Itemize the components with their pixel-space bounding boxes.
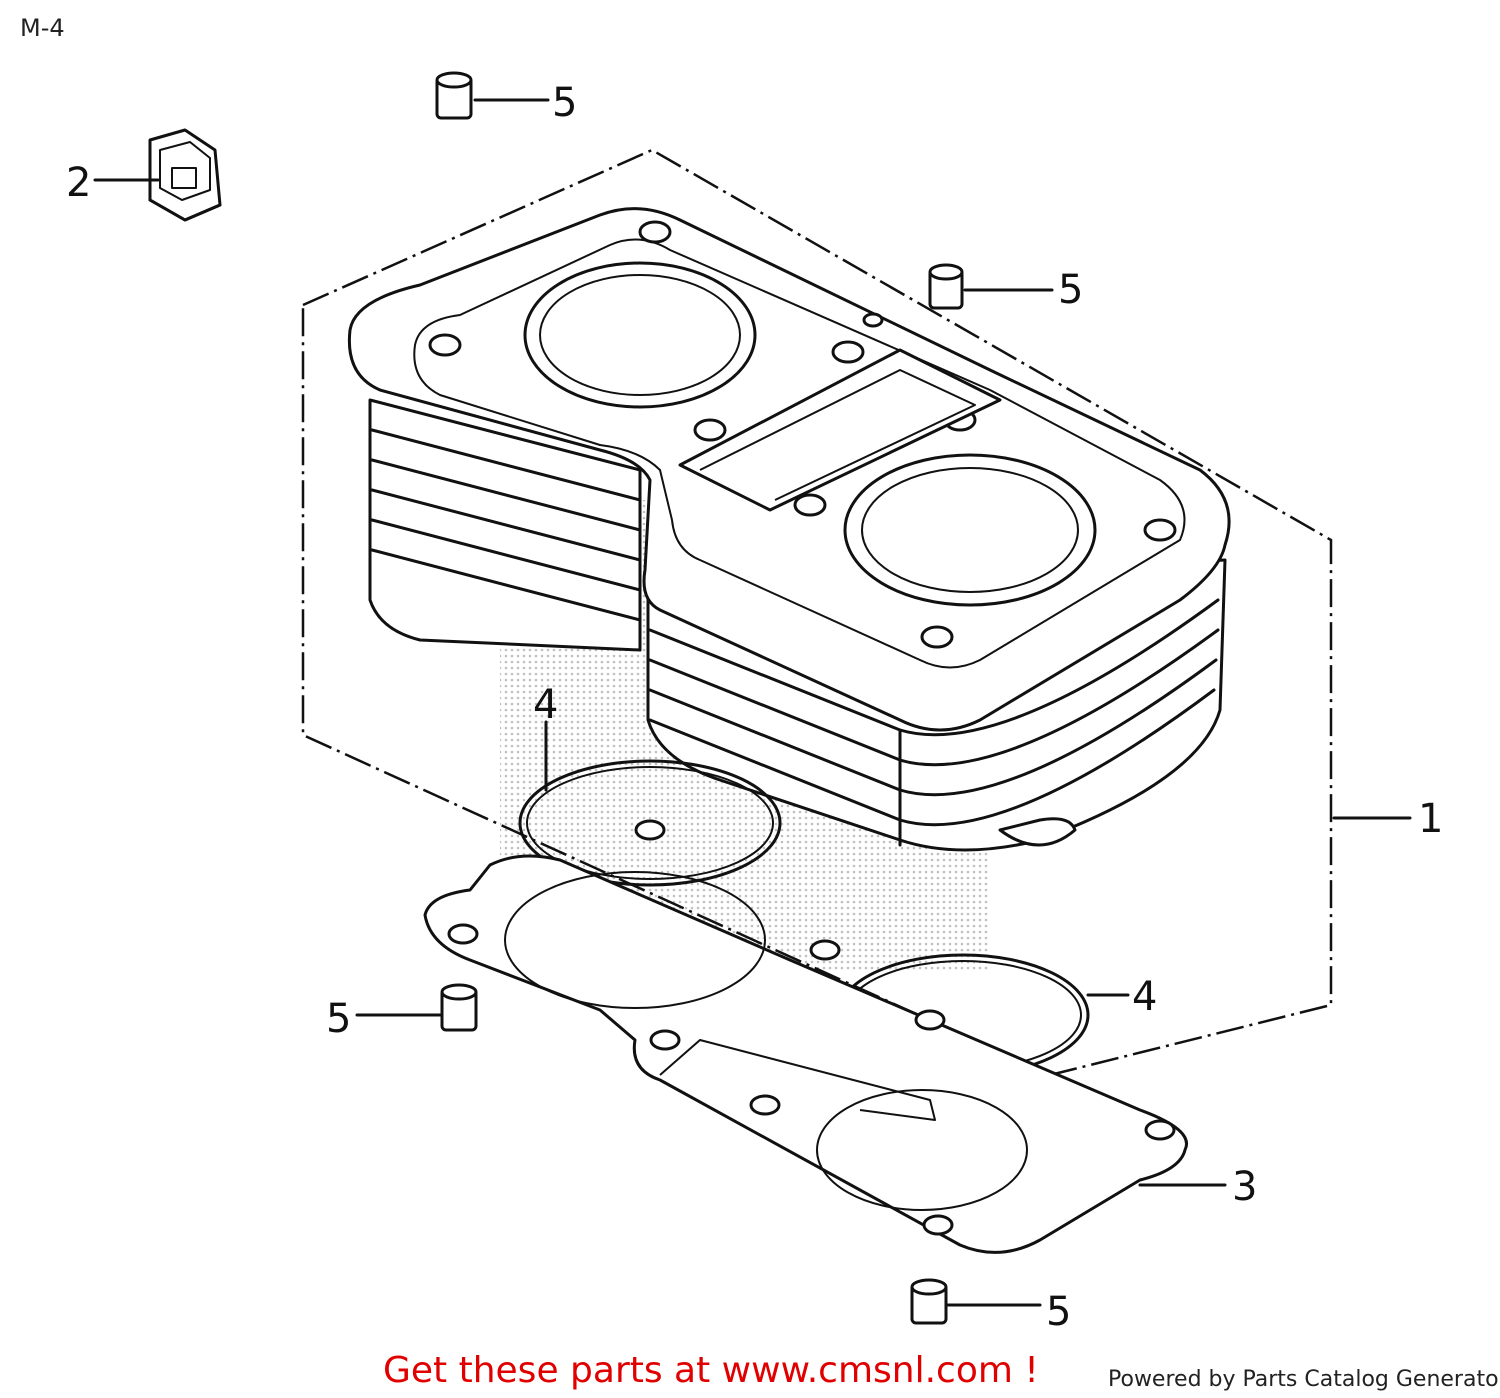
callout-5-bottom: 5: [1046, 1289, 1071, 1335]
dowel-pin-bottom: [910, 1278, 948, 1325]
callout-2: 2: [66, 160, 91, 206]
part-2-clip: [148, 128, 222, 222]
dowel-pin-left: [440, 983, 478, 1032]
dowel-pin-top: [435, 71, 473, 120]
cylinder-block: [347, 207, 1231, 852]
o-ring-left: [518, 759, 782, 887]
powered-by-credit: Powered by Parts Catalog Generator: [1108, 1367, 1500, 1392]
callout-3: 3: [1232, 1164, 1257, 1210]
callout-4-right: 4: [1132, 974, 1157, 1020]
dowel-pin-upper-right: [928, 263, 964, 310]
callout-5-top: 5: [552, 80, 577, 126]
callout-1: 1: [1418, 796, 1443, 842]
callout-5-upper-right: 5: [1058, 267, 1083, 313]
get-parts-link[interactable]: Get these parts at www.cmsnl.com !: [383, 1350, 1039, 1391]
leader-lines: [93, 98, 1412, 1307]
callout-5-left: 5: [326, 996, 351, 1042]
callout-4-left: 4: [533, 682, 558, 728]
base-gasket: [423, 819, 1188, 1254]
figure-code: M-4: [20, 14, 65, 42]
